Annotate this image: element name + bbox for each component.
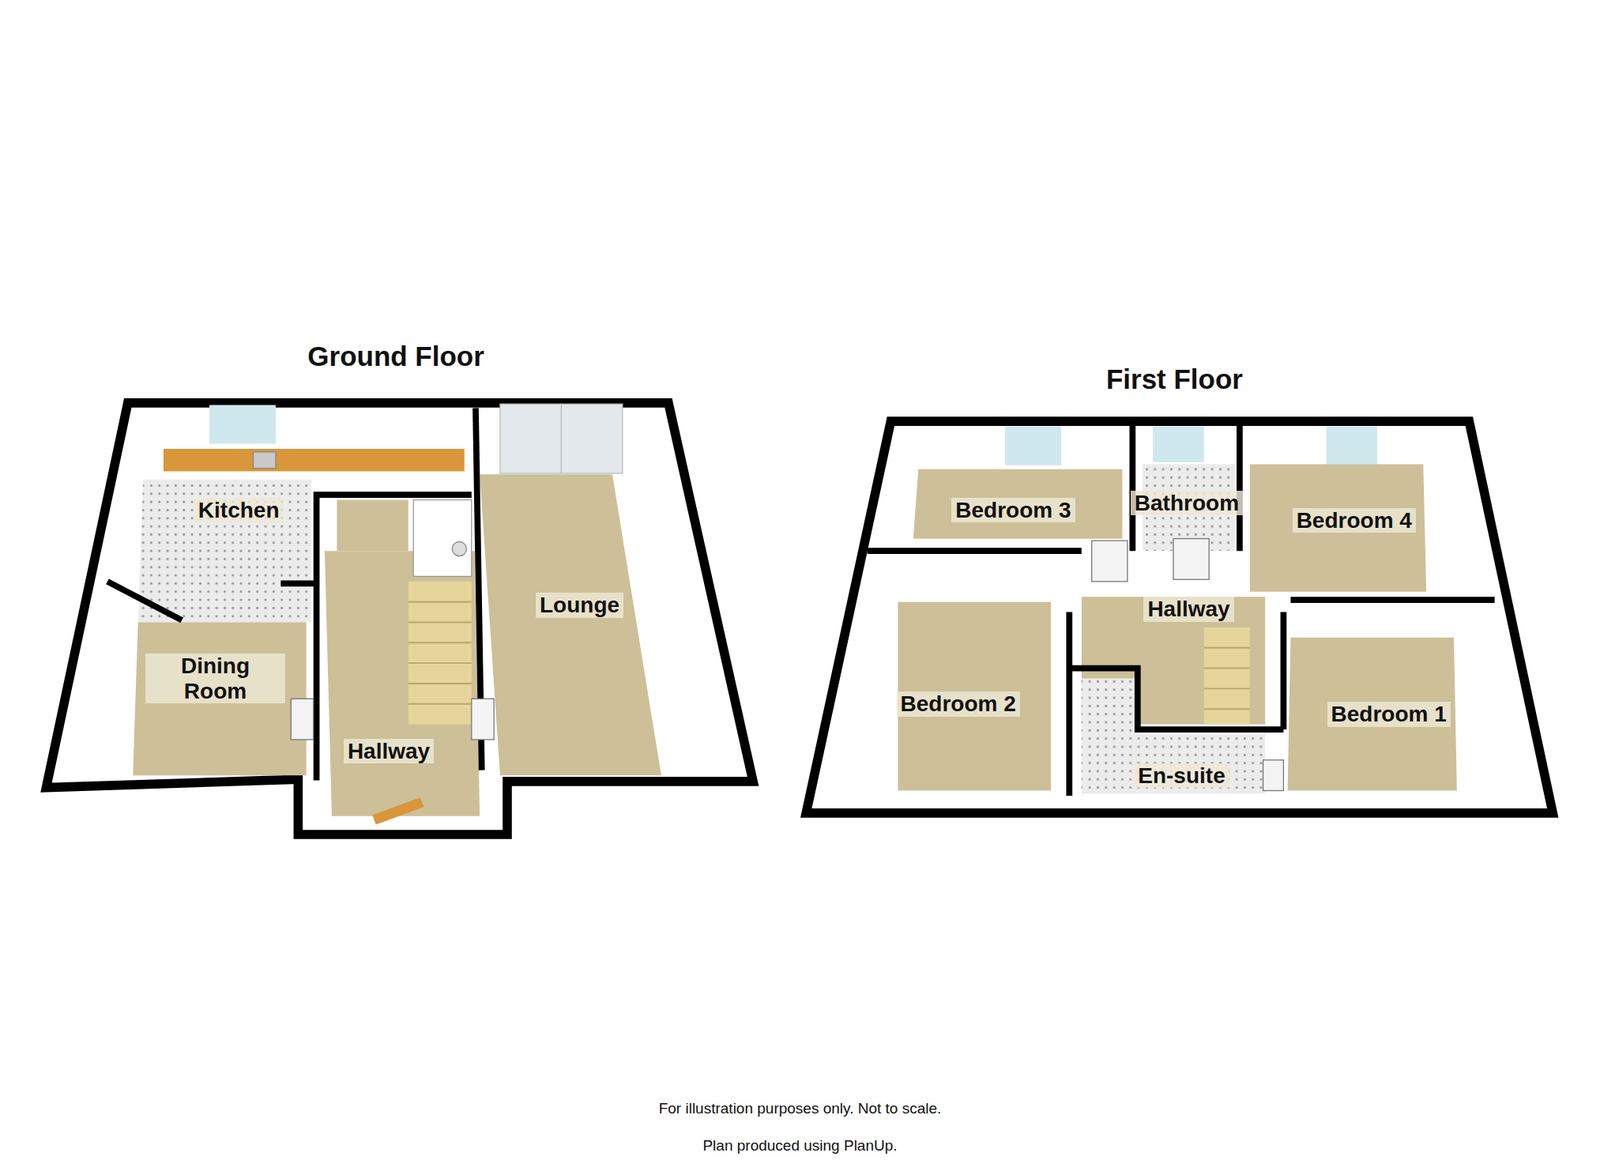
room-name: Kitchen bbox=[198, 497, 280, 523]
floor-plan: Ground FloorKitchenDining RoomHallway Lou… bbox=[41, 331, 761, 848]
plan-line bbox=[1065, 612, 1073, 796]
plan-rect bbox=[336, 500, 408, 552]
footnote: Plan produced using PlanUp. bbox=[702, 1136, 897, 1155]
plan-rect bbox=[1005, 426, 1062, 466]
plan-line bbox=[408, 662, 472, 664]
plan-rect bbox=[408, 581, 472, 725]
room-name: Hallway bbox=[347, 738, 430, 764]
plan-polygon bbox=[897, 602, 1051, 791]
plan-line bbox=[867, 547, 1082, 554]
room-name: En-suite bbox=[1137, 763, 1225, 788]
room-label: Hallway bbox=[1143, 596, 1234, 622]
room-label: Lounge bbox=[535, 592, 624, 618]
room-label: Hallway bbox=[343, 738, 434, 764]
plan-line bbox=[1129, 421, 1136, 551]
room-name: Bedroom 2 bbox=[900, 691, 1017, 716]
plan-polyline bbox=[316, 494, 472, 780]
plan-rect bbox=[253, 451, 276, 469]
floor-heading: Ground Floor bbox=[307, 340, 485, 373]
plan-line bbox=[280, 580, 315, 588]
room-name: Bedroom 3 bbox=[955, 497, 1071, 523]
room-name: Bathroom bbox=[1134, 490, 1239, 516]
plan-rect bbox=[1152, 426, 1205, 463]
room-label: Bathroom bbox=[1130, 490, 1243, 516]
room-label: Bedroom 4 bbox=[1292, 508, 1416, 533]
plan-rect bbox=[1326, 426, 1378, 466]
plan-polygon bbox=[1249, 463, 1427, 592]
plan-g bbox=[107, 407, 482, 780]
room-name: Bedroom 1 bbox=[1331, 701, 1447, 727]
plan-line bbox=[408, 601, 472, 603]
ground-floor-plan bbox=[45, 402, 753, 835]
plan-rect bbox=[163, 448, 465, 471]
plan-g bbox=[1204, 647, 1250, 709]
plan-rect bbox=[1173, 538, 1209, 580]
room-label: Bedroom 3 bbox=[951, 497, 1075, 523]
first-floor-plan bbox=[805, 421, 1553, 814]
plan-line bbox=[107, 581, 182, 621]
plan-polygon bbox=[913, 469, 1123, 539]
plan-rect bbox=[1091, 540, 1128, 582]
plan-path bbox=[45, 402, 753, 835]
room-label: Bedroom 1 bbox=[1327, 701, 1451, 727]
room-label: Kitchen bbox=[194, 497, 284, 523]
plan-line bbox=[1290, 596, 1495, 603]
room-name: Lounge bbox=[539, 592, 620, 618]
plan-line bbox=[1204, 687, 1250, 689]
plan-rect bbox=[1204, 627, 1250, 725]
floor-heading: First Floor bbox=[1106, 363, 1243, 396]
room-label: Dining Room bbox=[145, 653, 287, 704]
plan-rect bbox=[209, 405, 276, 445]
plan-polygon bbox=[138, 479, 312, 623]
plan-rect bbox=[290, 698, 313, 740]
plan-polygon bbox=[479, 474, 662, 776]
plan-path bbox=[805, 421, 1553, 814]
plan-line bbox=[408, 703, 472, 705]
plan-polygon bbox=[324, 550, 480, 817]
plan-rect bbox=[372, 797, 424, 825]
plan-line bbox=[408, 621, 472, 624]
room-label: Bedroom 2 bbox=[896, 691, 1021, 716]
plan-g bbox=[408, 602, 472, 704]
plan-rect bbox=[413, 500, 472, 577]
plan-line bbox=[1204, 707, 1250, 710]
plan-rect bbox=[1263, 760, 1284, 791]
footnote: For illustration purposes only. Not to s… bbox=[658, 1099, 942, 1118]
plan-rect bbox=[500, 403, 623, 474]
plan-circle bbox=[451, 542, 467, 557]
room-name: Dining Room bbox=[149, 653, 283, 704]
plan-line bbox=[560, 403, 562, 474]
floor-plan: First FloorBedroom 3 BathroomBedroom 4 Hal… bbox=[795, 357, 1562, 822]
room-name: Bedroom 4 bbox=[1296, 508, 1412, 533]
plan-line bbox=[1204, 647, 1250, 649]
plan-line bbox=[1236, 421, 1243, 551]
plan-line bbox=[1204, 667, 1250, 670]
plan-rect bbox=[471, 698, 494, 740]
room-label: En-suite bbox=[1133, 763, 1229, 788]
plan-polyline bbox=[1069, 668, 1284, 730]
plan-polygon bbox=[1287, 637, 1457, 791]
plan-line bbox=[408, 682, 472, 685]
plan-line bbox=[1280, 612, 1288, 730]
room-name: Hallway bbox=[1147, 596, 1230, 622]
plan-g bbox=[867, 421, 1495, 796]
plan-polygon bbox=[132, 621, 306, 776]
plan-line bbox=[408, 641, 472, 644]
